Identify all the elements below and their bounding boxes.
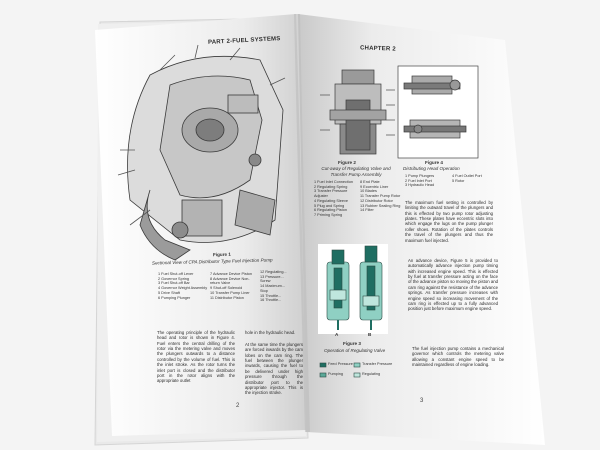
figure-3-caption: Operation of Regulating Valve — [324, 348, 386, 353]
figure-3-label-a: A — [335, 332, 339, 337]
figure-3-illustration — [318, 244, 388, 378]
right-paragraph-max-fuel: The maximum fuel setting is controlled b… — [405, 200, 493, 243]
figure-4-illustration — [397, 65, 479, 159]
figure-1-legend-col2: 7 Advance Device Piston 8 Advance Device… — [210, 272, 253, 300]
figure-1-legend-col1: 1 Fuel Shut-off Lever 2 Governor Spring … — [158, 272, 208, 300]
right-paragraph-advance: An advance device, Figure 5 is provided … — [408, 258, 498, 312]
left-paragraph-2a: hole in the hydraulic head. — [245, 330, 296, 335]
figure-4-legend-left: 1 Pump Plungers 2 Fuel Inlet Port 3 Hydr… — [405, 174, 435, 188]
figure-2-legend-left: 1 Fuel Inlet Connection 2 Regulating Spr… — [314, 180, 354, 218]
figure-3-legend-regulating: Regulating — [362, 372, 381, 376]
right-page-number: 3 — [420, 398, 424, 404]
left-paragraph-1: The operating principle of the hydraulic… — [157, 330, 235, 384]
left-paragraph-2b: At the same time the plungers are forced… — [245, 342, 303, 396]
figure-1-illustration — [117, 44, 286, 261]
valve-b — [359, 245, 383, 330]
figure-4-title: Figure 4 — [425, 160, 443, 165]
right-header: CHAPTER 2 — [359, 45, 396, 53]
legend-swatch-feed — [319, 362, 327, 368]
figure-2-caption: Cut-away of Regulating Valve and Transfe… — [321, 166, 391, 177]
legend-swatch-pumping — [319, 372, 327, 378]
valve-a — [326, 249, 350, 330]
figure-3-legend-transfer: Transfer Pressure — [362, 362, 393, 366]
figure-1-legend-col3: 12 Regulating... 13 Pressure... Screw 14… — [260, 270, 287, 303]
figure-2-title: Figure 2 — [338, 160, 356, 165]
figure-3-legend-feed: Feed Pressure — [328, 362, 353, 366]
figure-1-title: Figure 1 — [212, 251, 231, 258]
figure-3-title: Figure 3 — [343, 341, 361, 346]
right-paragraph-governor: The fuel injection pump contains a mecha… — [412, 346, 504, 368]
figure-3-legend-pumping: Pumping — [328, 372, 343, 376]
legend-swatch-regulating — [353, 372, 361, 378]
left-page-number: 2 — [236, 403, 240, 409]
figure-2-illustration — [320, 69, 395, 155]
legend-swatch-transfer — [353, 362, 361, 368]
figure-3-label-b: B — [368, 332, 372, 337]
figure-4-caption: Distributing Head Operation — [403, 166, 460, 171]
figure-2-legend-right: 8 End Plate 9 Eccentric Liner 10 Blades … — [360, 180, 401, 213]
figure-4-legend-right: 4 Fuel Outlet Port 5 Rotor — [452, 174, 482, 183]
